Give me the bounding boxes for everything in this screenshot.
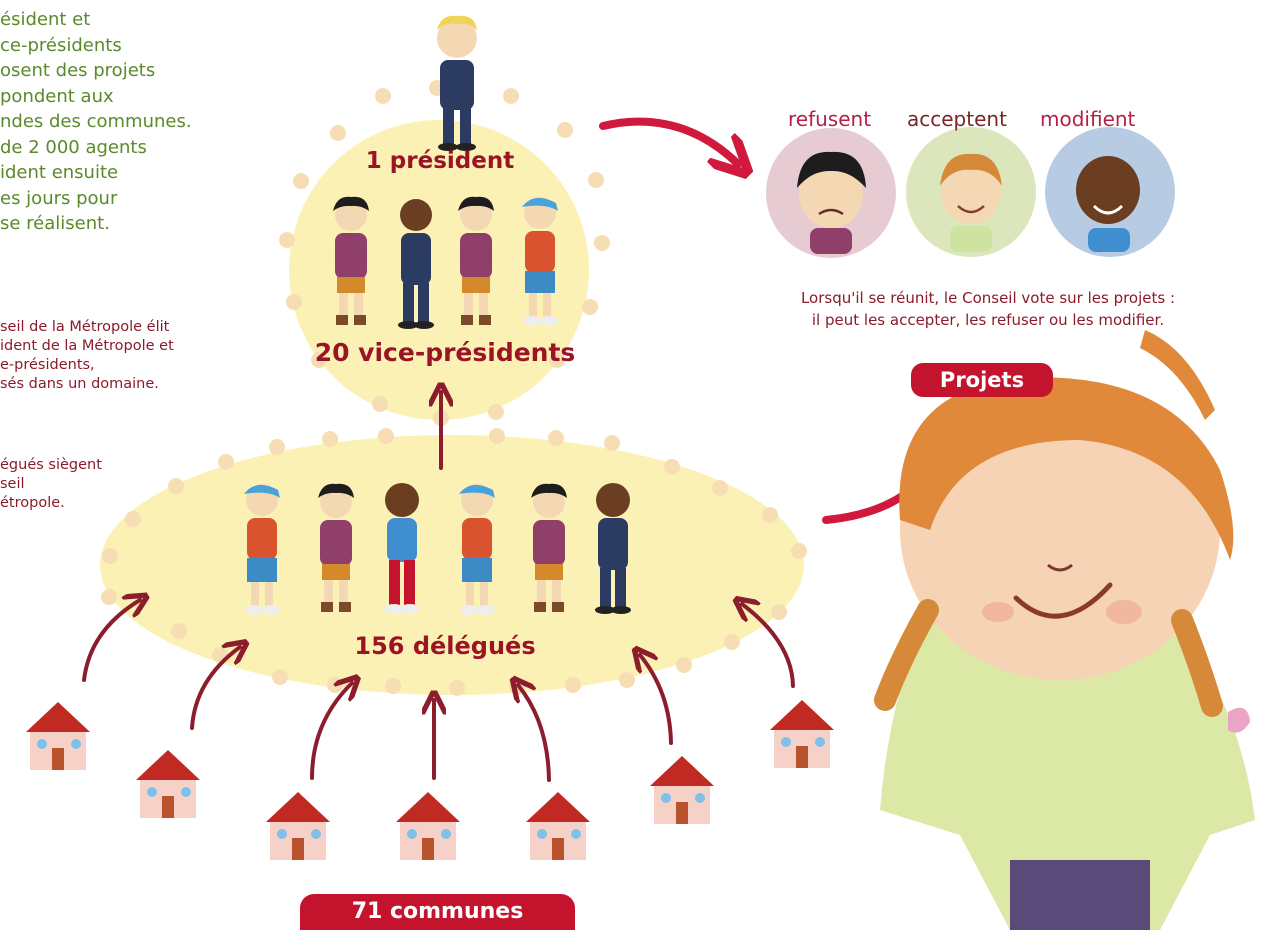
vice-president-figure [458, 196, 494, 325]
intro-line: ndes des communes. [0, 111, 192, 132]
vote-refuse-label: refusent [788, 107, 872, 131]
caption-line: Lorsqu'il se réunit, le Conseil vote sur… [800, 289, 1176, 307]
house-icon [26, 702, 90, 770]
house-icon [770, 700, 834, 768]
delegates-line: égués siègent [0, 457, 102, 473]
intro-line: es jours pour [0, 187, 118, 209]
election-text: seil de la Métropole élit ident de la Mé… [0, 318, 174, 394]
intro-line: ident ensuite [0, 162, 119, 183]
communes-badge: 71 communes [300, 894, 575, 930]
election-line: ident de la Métropole et [0, 338, 174, 354]
vice-presidents-label: 20 vice-présidents [314, 338, 576, 367]
house-icon [396, 792, 460, 860]
election-line: sés dans un domaine. [0, 376, 159, 392]
arrow-commune-to-delegates [82, 600, 140, 682]
delegate-figure [244, 484, 280, 615]
house-icon [136, 750, 200, 818]
arrow-commune-to-delegates [742, 604, 795, 688]
intro-line: ce-présidents [0, 34, 122, 56]
delegate-figure [531, 483, 567, 612]
delegate-figure [384, 483, 420, 614]
house-icon [650, 756, 714, 824]
vice-president-figure [398, 199, 434, 329]
president-label: 1 président [365, 148, 515, 174]
executive-dots [279, 80, 610, 426]
house-icon [526, 792, 590, 860]
intro-line: osent des projets [0, 60, 156, 81]
arrow-commune-to-delegates [518, 685, 551, 782]
caption-line: il peut les accepter, les refuser ou les… [811, 311, 1165, 329]
vote-modify-label: modifient [1040, 107, 1136, 131]
house-icon [266, 792, 330, 860]
girl-illustration [874, 330, 1255, 930]
arrow-to-vote [599, 117, 738, 164]
arrow-commune-to-delegates [640, 655, 673, 745]
delegate-figure [595, 483, 631, 614]
modify-face-icon [1045, 127, 1175, 257]
executive-circle [289, 120, 589, 420]
intro-line: se réalisent. [0, 213, 110, 234]
president-figure [437, 15, 477, 151]
delegates-label: 156 délégués [354, 632, 536, 660]
vice-president-figure [522, 197, 558, 326]
intro-line: de 2 000 agents [0, 136, 147, 158]
projects-badge: Projets [911, 363, 1053, 397]
intro-line: pondent aux [0, 85, 114, 107]
delegates-line: étropole. [0, 495, 65, 511]
arrow-commune-to-delegates [310, 683, 352, 780]
vote-accept-label: acceptent [907, 107, 1007, 131]
election-line: seil de la Métropole élit [0, 319, 170, 335]
delegate-figure [318, 483, 354, 612]
delegates-text: égués siègent seil étropole. [0, 456, 102, 513]
vice-president-figure [333, 196, 369, 325]
delegates-line: seil [0, 476, 25, 492]
delegate-figure [459, 484, 495, 615]
intro-text: ésident et ce-présidents osent des proje… [0, 7, 192, 237]
intro-line: ésident et [0, 9, 91, 30]
accept-face-icon [906, 127, 1036, 257]
election-line: e-présidents, [0, 357, 95, 373]
arrow-commune-to-delegates [190, 647, 240, 730]
refuse-face-icon [766, 128, 896, 258]
vote-caption: Lorsqu'il se réunit, le Conseil vote sur… [718, 287, 1258, 331]
